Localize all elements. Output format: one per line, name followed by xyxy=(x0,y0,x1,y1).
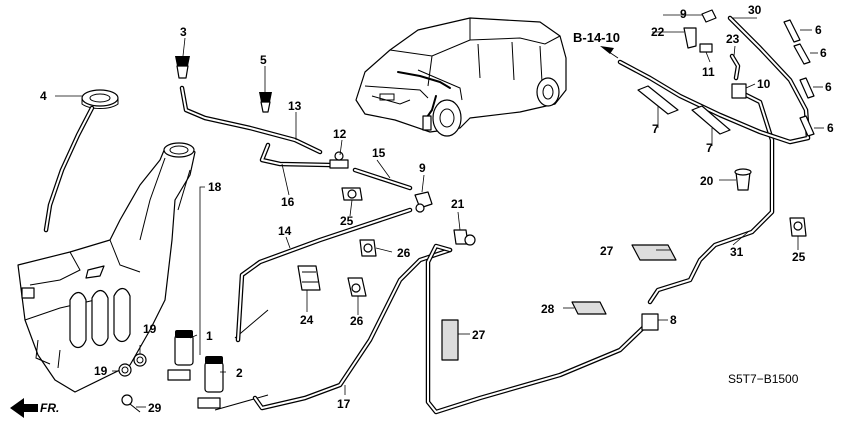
callout-27-a: 27 xyxy=(600,244,614,258)
reference-arrow-icon xyxy=(600,46,614,54)
part-callouts: 1 2 3 4 5 6 6 6 6 7 7 8 9 9 10 11 12 13 … xyxy=(40,3,834,415)
sleeves-and-tubes xyxy=(637,19,815,137)
vehicle-illustration xyxy=(355,17,567,137)
hose-joints xyxy=(329,9,747,331)
callout-9-a: 9 xyxy=(680,7,687,21)
hose-clips xyxy=(297,168,807,297)
callout-23: 23 xyxy=(726,32,740,46)
callout-9-b: 9 xyxy=(419,161,426,175)
cushion-pads xyxy=(441,244,677,361)
callout-3: 3 xyxy=(180,25,187,39)
callout-24: 24 xyxy=(300,313,314,327)
callout-10: 10 xyxy=(757,77,771,91)
callout-15: 15 xyxy=(372,146,386,160)
washer-reservoir-tank xyxy=(17,142,196,393)
tapping-screw xyxy=(121,394,141,413)
callout-11: 11 xyxy=(702,65,715,79)
callout-26-a: 26 xyxy=(397,246,411,260)
callout-14: 14 xyxy=(278,224,292,238)
washer-pump-front xyxy=(167,330,194,381)
callout-21: 21 xyxy=(451,197,465,211)
callout-31: 31 xyxy=(730,245,744,259)
callout-26-b: 26 xyxy=(350,314,364,328)
callout-28: 28 xyxy=(541,302,555,316)
callout-12: 12 xyxy=(333,127,347,141)
callout-27-b: 27 xyxy=(472,328,486,342)
filler-cap-and-neck xyxy=(43,89,119,233)
callout-17: 17 xyxy=(337,397,351,411)
callout-13: 13 xyxy=(288,99,302,113)
callout-5: 5 xyxy=(260,53,267,67)
callout-20: 20 xyxy=(700,174,714,188)
catalog-code: S5T7−B1500 xyxy=(728,372,799,386)
washer-nozzle-left xyxy=(175,56,190,79)
callout-6-a: 6 xyxy=(815,23,822,37)
reference-code: B-14-10 xyxy=(573,30,620,45)
front-direction-label: FR. xyxy=(40,401,59,415)
callout-1: 1 xyxy=(206,329,213,343)
front-direction-arrow-icon xyxy=(10,398,38,418)
callout-4: 4 xyxy=(40,89,47,103)
callout-6-c: 6 xyxy=(825,80,832,94)
callout-8: 8 xyxy=(670,313,677,327)
callout-19-b: 19 xyxy=(94,364,108,378)
callout-6-d: 6 xyxy=(827,121,834,135)
callout-6-b: 6 xyxy=(820,46,827,60)
callout-22: 22 xyxy=(651,25,665,39)
callout-29: 29 xyxy=(148,401,162,415)
washer-pump-rear xyxy=(197,356,224,409)
callout-16: 16 xyxy=(281,195,295,209)
callout-19-a: 19 xyxy=(143,322,157,336)
callout-25-a: 25 xyxy=(340,214,354,228)
callout-2: 2 xyxy=(236,366,243,380)
callout-7-b: 7 xyxy=(706,141,713,155)
callout-30: 30 xyxy=(748,3,762,17)
callout-25-b: 25 xyxy=(792,250,806,264)
callout-7-a: 7 xyxy=(652,122,659,136)
washer-hoses xyxy=(179,15,811,415)
callout-leader-lines xyxy=(55,14,824,408)
washer-nozzle-right xyxy=(259,92,272,113)
callout-18: 18 xyxy=(208,180,222,194)
